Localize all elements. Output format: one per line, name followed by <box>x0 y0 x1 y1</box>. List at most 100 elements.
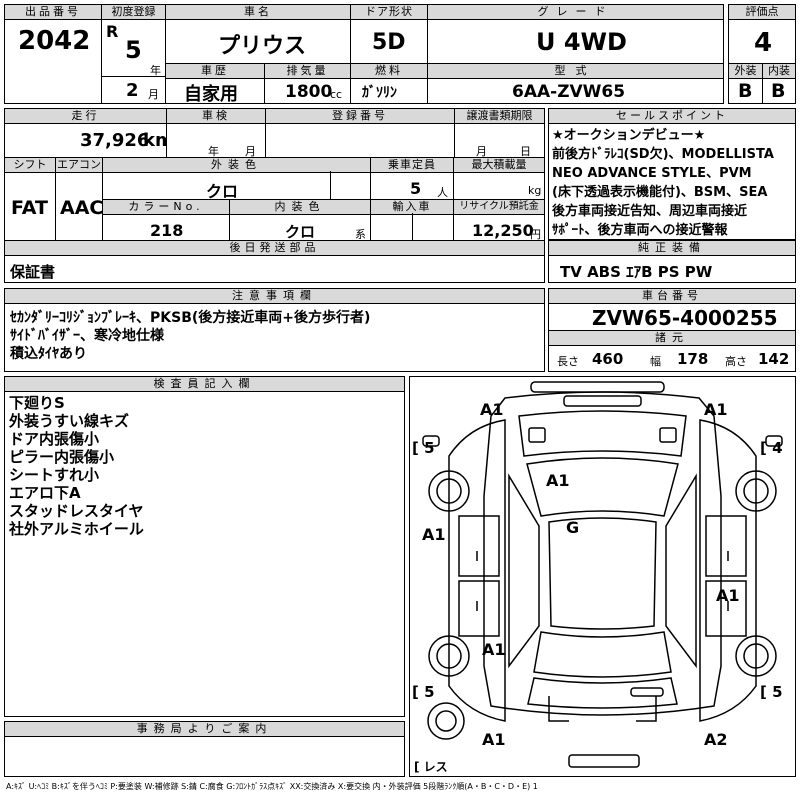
score: 4 <box>754 28 773 58</box>
sales-point-line: 前後方ﾄﾞﾗﾚｺ(SD欠)、MODELLISTA <box>552 147 774 162</box>
transfer-day: 日 <box>520 145 531 158</box>
score-label: 評価点 <box>728 4 796 20</box>
damage-mark: A1 <box>422 525 446 544</box>
tire-front-left: [ 5 <box>412 439 435 457</box>
inspector-line: シートすれ小 <box>9 466 100 484</box>
spare-tire: [ レス <box>414 760 448 774</box>
note-line: ｾｶﾝﾀﾞﾘｰｺﾘｼﾞｮﾝﾌﾞﾚｰｷ、PKSB(後方接近車両+後方歩行者) <box>10 310 371 326</box>
genuine: TV ABS ｴｱB PS PW <box>560 263 713 281</box>
reg-month: 2 <box>126 80 139 101</box>
office-label: 事務局よりご案内 <box>4 721 405 737</box>
interior-color-label: 内装色 <box>229 199 371 215</box>
sales-points-box <box>548 108 796 240</box>
damage-mark: A1 <box>480 400 504 419</box>
inspector-line: 下廻りS <box>9 394 65 412</box>
sales-point-line: (床下透過表示機能付)、BSM、SEA <box>552 185 768 200</box>
sales-points-label: セールスポイント <box>548 108 796 124</box>
displacement-label: 排気量 <box>264 63 351 79</box>
damage-mark: A1 <box>482 730 506 749</box>
interior-color: クロ <box>285 223 316 241</box>
color: クロ <box>206 182 239 201</box>
door: 5D <box>372 30 406 55</box>
era: R <box>106 22 119 41</box>
color-label: 外装色 <box>102 157 371 173</box>
sales-point-line: 後方車両接近告知、周辺車両接近 <box>552 204 748 219</box>
lot-number: 2042 <box>18 26 91 56</box>
note-line: 積込ﾀｲﾔあり <box>10 346 87 362</box>
displacement: 1800 <box>285 82 333 102</box>
model-label: 型式 <box>427 63 724 79</box>
length-label: 長さ <box>557 355 579 368</box>
damage-mark: A1 <box>716 586 740 605</box>
lot-box <box>4 4 102 104</box>
car-name-label: 車名 <box>165 4 351 20</box>
height-label: 高さ <box>725 355 747 368</box>
color-no-label: カラーNo. <box>102 199 230 215</box>
chassis-label: 車台番号 <box>548 288 796 304</box>
inspection-month-unit: 月 <box>245 145 256 158</box>
car-name: プリウス <box>218 34 307 59</box>
interior-color-unit: 系 <box>355 228 366 241</box>
width-label: 幅 <box>650 355 661 368</box>
recycle-label: リサイクル預託金 <box>453 199 545 215</box>
import-label: 輸入車 <box>370 199 454 215</box>
transfer-month: 月 <box>476 145 487 158</box>
load-unit: kg <box>528 184 542 197</box>
model: 6AA-ZVW65 <box>512 82 626 102</box>
recycle: 12,250 <box>472 221 534 240</box>
month-unit: 月 <box>148 88 159 101</box>
history-label: 車歴 <box>165 63 265 79</box>
inspector-line: 外装うすい線キズ <box>9 412 130 430</box>
later-parts-label: 後日発送部品 <box>4 240 545 256</box>
genuine-label: 純正装備 <box>548 240 796 256</box>
inspector-line: ドア内張傷小 <box>9 430 100 448</box>
history: 自家用 <box>184 84 238 105</box>
ac: AAC <box>60 197 104 219</box>
damage-mark: A1 <box>704 400 728 419</box>
inspector-box <box>4 376 405 717</box>
damage-mark: G <box>566 518 580 537</box>
sales-point-line: ★オークションデビュー★ <box>552 128 706 143</box>
door-label: ドア形状 <box>350 4 428 20</box>
sales-points-list: ★オークションデビュー★ 前後方ﾄﾞﾗﾚｺ(SD欠)、MODELLISTA NE… <box>552 126 774 240</box>
load-label: 最大積載量 <box>453 157 545 173</box>
inspector-list: 下廻りS 外装うすい線キズ ドア内張傷小 ピラー内張傷小 シートすれ小 エアロ下… <box>9 394 144 538</box>
lot-label: 出品番号 <box>4 4 102 20</box>
capacity-label: 乗車定員 <box>370 157 454 173</box>
interior-label: 内装 <box>762 63 796 79</box>
chassis-number: ZVW65-4000255 <box>592 306 778 330</box>
plate-label: 登録番号 <box>265 108 455 124</box>
inspector-line: エアロ下A <box>9 484 81 502</box>
sales-point-line: ｻﾎﾟｰﾄ、後方車両への接近警報 <box>552 223 728 238</box>
inspector-line: ピラー内張傷小 <box>9 448 115 466</box>
notes-list: ｾｶﾝﾀﾞﾘｰｺﾘｼﾞｮﾝﾌﾞﾚｰｷ、PKSB(後方接近車両+後方歩行者) ｻｲ… <box>10 309 370 363</box>
height: 142 <box>758 350 790 368</box>
fuel-label: 燃料 <box>350 63 428 79</box>
fuel: ｶﾞｿﾘﾝ <box>362 85 397 101</box>
shift: FAT <box>11 197 48 219</box>
capacity: 5 <box>410 179 422 198</box>
mileage-label: 走行 <box>4 108 167 124</box>
capacity-unit: 人 <box>437 186 448 199</box>
ac-label: エアコン <box>55 157 103 173</box>
grade: U 4WD <box>536 28 627 56</box>
transfer-label: 譲渡書類期限 <box>454 108 545 124</box>
legend: A:ｷｽﾞ U:ﾍｺﾐ B:ｷｽﾞを伴うﾍｺﾐ P:要塗装 W:補修跡 S:錆 … <box>6 782 538 791</box>
first-reg-label: 初度登録 <box>101 4 166 20</box>
exterior-label: 外装 <box>728 63 763 79</box>
later-parts: 保証書 <box>10 263 56 281</box>
year-unit: 年 <box>150 64 161 77</box>
interior-score: B <box>771 80 786 102</box>
color-no: 218 <box>150 221 184 240</box>
inspector-line: 社外アルミホイール <box>9 520 144 538</box>
inspection-label: 車検 <box>166 108 266 124</box>
car-diagram <box>422 381 783 768</box>
length: 460 <box>592 350 624 368</box>
mileage: 37,926 <box>80 130 150 151</box>
note-line: ｻｲﾄﾞﾊﾞｲｻﾞｰ、寒冷地仕様 <box>10 328 164 344</box>
shift-label: シフト <box>4 157 56 173</box>
width: 178 <box>677 350 709 368</box>
exterior-score: B <box>738 80 753 102</box>
notes-label: 注意事項欄 <box>4 288 545 304</box>
damage-mark: A1 <box>482 640 506 659</box>
